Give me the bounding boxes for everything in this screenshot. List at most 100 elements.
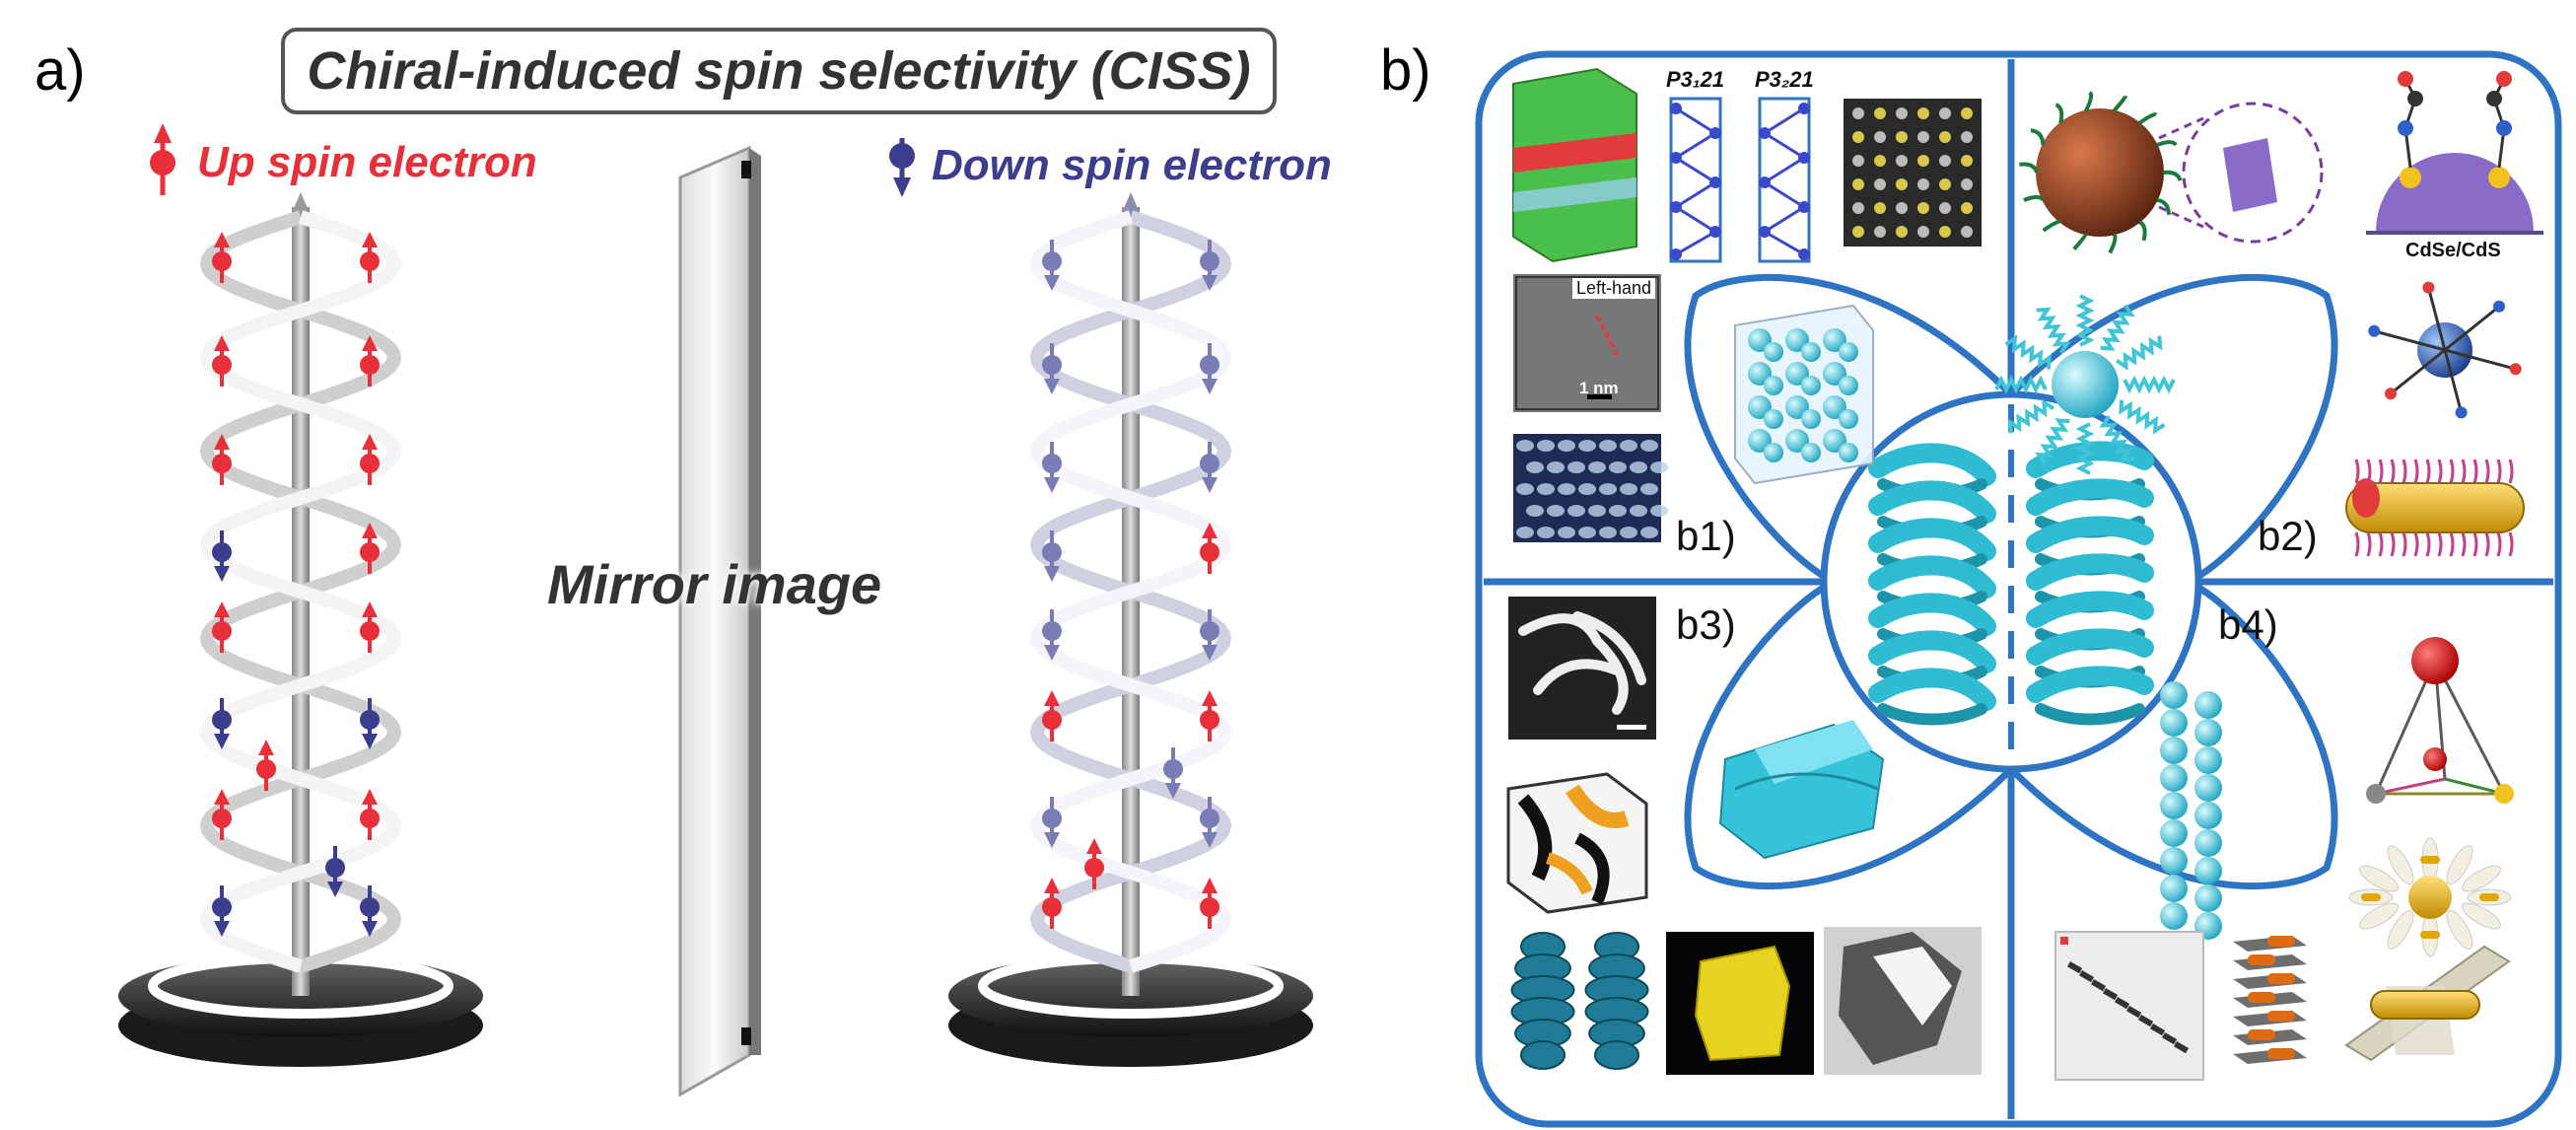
b1-cubic-atoms — [1748, 328, 1858, 462]
down-spin-arrow — [1163, 747, 1183, 799]
rod-ligand — [2425, 459, 2431, 484]
up-spin-arrow — [212, 335, 232, 387]
rod-ligand — [2437, 459, 2443, 484]
coil-turn — [2026, 516, 2154, 553]
rod-ligand — [2472, 459, 2478, 484]
ladder-rod — [2248, 992, 2275, 1003]
b3-twisted-prism — [1718, 720, 1885, 860]
down-spin-arrow — [1200, 343, 1219, 394]
flower-petal — [2446, 909, 2473, 950]
coil-turn — [1868, 518, 1996, 561]
b4-cross-rods — [2344, 945, 2511, 1062]
ligand — [2137, 220, 2147, 242]
stem-atom — [1874, 155, 1886, 167]
b2-rod-ligands — [2354, 459, 2514, 557]
afm-feature — [1567, 505, 1585, 517]
tem-rod — [2079, 970, 2095, 983]
sem-ridge — [1572, 611, 1646, 685]
b2-sulfur-1 — [2400, 167, 2421, 188]
afm-feature — [1640, 527, 1658, 538]
b1-hrtem-frame — [1515, 276, 1659, 410]
b2-gold-nanorod — [2345, 482, 2525, 533]
afm-feature — [1516, 440, 1534, 452]
afm-feature — [1547, 505, 1565, 517]
right-helix-tower — [948, 192, 1313, 1067]
coil-turn — [1868, 443, 1996, 486]
atom-dot — [1798, 201, 1810, 213]
afm-feature — [1526, 461, 1544, 473]
tem-rod — [2150, 1024, 2166, 1036]
rod-ligand — [2378, 459, 2384, 484]
atom-dot — [1798, 152, 1810, 164]
stem-atom — [1917, 178, 1929, 190]
star-arm — [2035, 418, 2070, 465]
cubic-atom — [1839, 342, 1858, 362]
star-arm — [2075, 422, 2095, 475]
coil-turn — [1868, 480, 1996, 524]
b1-stem-lattice — [1852, 107, 1973, 238]
scale-bar-label: 1 nm — [1579, 379, 1619, 397]
chain-sphere — [2160, 764, 2188, 792]
star-arm — [2036, 307, 2071, 354]
flower-petal — [2462, 865, 2501, 892]
chain-sphere — [2194, 774, 2222, 802]
tem-rod — [2126, 1006, 2142, 1019]
cubic-atom — [1839, 376, 1858, 395]
flower-petal — [2359, 902, 2399, 930]
hrtem-annotation: Left-hand — [1572, 278, 1656, 299]
ligand — [2054, 103, 2064, 124]
rod-ligand — [2496, 459, 2502, 484]
stem-atom — [1939, 155, 1951, 167]
ligand — [2137, 112, 2158, 125]
stem-atom — [1939, 131, 1951, 143]
atom-dot — [1759, 177, 1771, 188]
afm-feature — [1599, 440, 1617, 452]
b4-sphere-chain — [2160, 681, 2222, 940]
chain-sphere — [2160, 847, 2188, 875]
afm-feature — [1537, 483, 1555, 495]
chain-sphere — [2160, 737, 2188, 764]
up-spin-arrow — [1042, 690, 1062, 742]
panel-a-title: Chiral-induced spin selectivity (CISS) — [281, 28, 1277, 114]
mirror-clip-bottom — [741, 1027, 751, 1045]
coil-turn — [1868, 630, 1996, 673]
coil-turn — [1868, 555, 1996, 599]
quadrant-b1-label: b1) — [1676, 513, 1736, 559]
rod-ligand — [2437, 531, 2443, 557]
rod-ligand — [2366, 531, 2372, 557]
stem-atom — [1896, 202, 1908, 214]
down-spin-arrow — [1042, 343, 1062, 394]
atom-dot — [1670, 248, 1682, 260]
afm-feature — [1640, 440, 1658, 452]
stem-atom — [1852, 107, 1864, 119]
sem-ridge — [1533, 659, 1622, 695]
afm-feature — [1558, 527, 1575, 538]
cys-bond — [2426, 287, 2447, 351]
afm-feature — [1537, 440, 1555, 452]
atom-dot — [1709, 226, 1721, 238]
tem-rod — [2115, 996, 2130, 1010]
cys-atom — [2493, 300, 2505, 313]
b4-tem-chain — [2060, 937, 2190, 1054]
coil-back — [2035, 703, 2145, 726]
molecule-atom — [2496, 71, 2512, 87]
flower-rod — [2479, 893, 2499, 901]
coil-turn — [2026, 591, 2154, 628]
up-spin-arrow — [360, 232, 380, 283]
stem-atom — [1874, 178, 1886, 190]
afm-feature — [1609, 505, 1627, 517]
down-spin-arrow — [1200, 442, 1219, 493]
afm-feature — [1516, 527, 1534, 538]
ligand — [2155, 140, 2178, 148]
b2-zoom-line-1 — [2158, 116, 2204, 140]
up-spin-arrow — [360, 523, 380, 574]
afm-feature — [1558, 483, 1575, 495]
cys-atom — [2455, 406, 2468, 419]
stem-atom — [1896, 226, 1908, 238]
tem-marker — [2060, 937, 2068, 945]
afm-feature — [1578, 483, 1596, 495]
ladder-rod — [2267, 973, 2295, 984]
rod-ligand — [2484, 459, 2490, 484]
molecule-atom — [2398, 71, 2413, 87]
cubic-atom — [1764, 376, 1783, 395]
